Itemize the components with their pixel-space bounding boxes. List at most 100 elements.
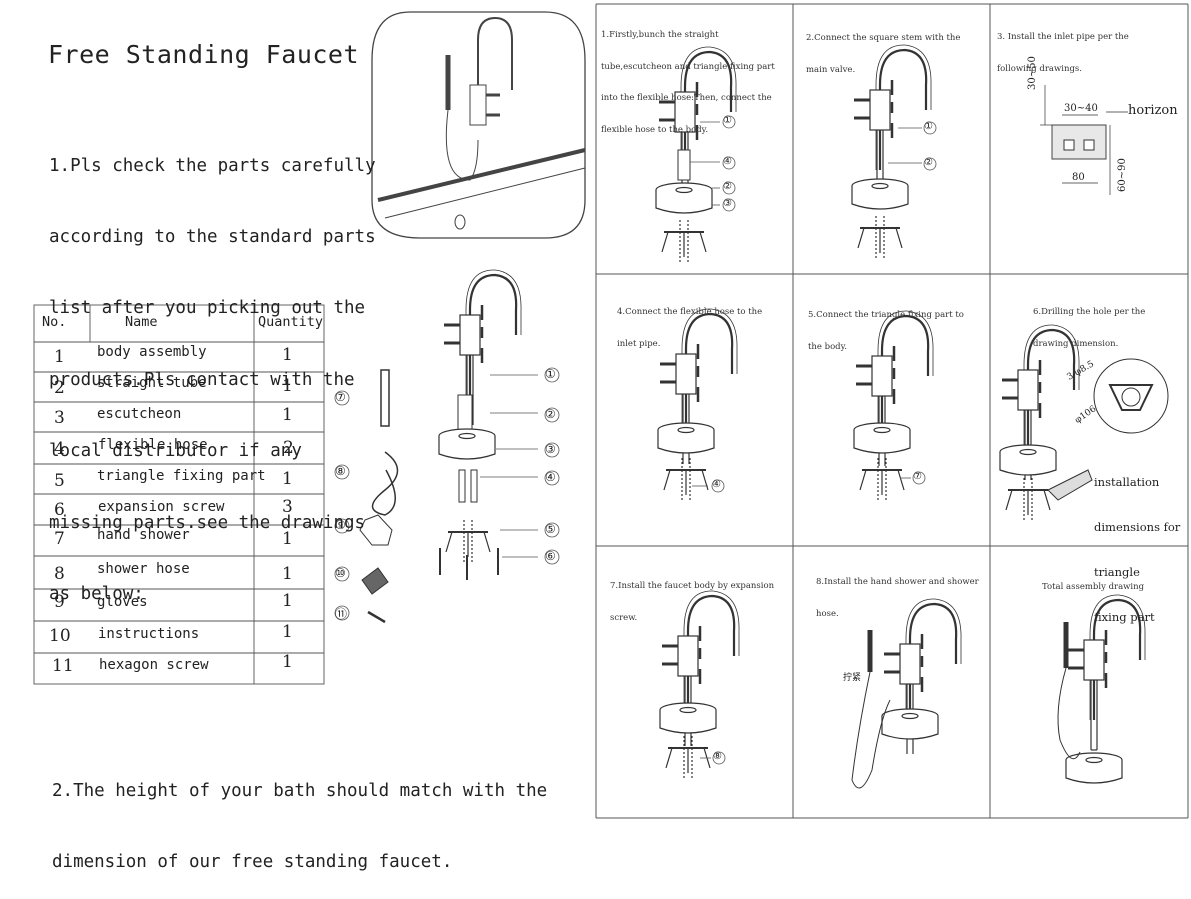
panel-4-line: inlet pipe. <box>617 338 661 349</box>
callout-2: ② <box>545 407 556 421</box>
panel-4-line: 4.Connect the flexible hose to the <box>617 307 763 317</box>
panel-2-callout-2: ② <box>924 157 933 168</box>
dim-80: 80 <box>1072 172 1085 183</box>
table-cell-no: 6 <box>54 500 65 520</box>
panel-1-callout-4: ④ <box>723 156 732 167</box>
install-note-line: fixing part <box>1094 610 1155 624</box>
panel-2-callout-1: ① <box>924 121 933 132</box>
table-cell-name: hexagon screw <box>99 657 209 673</box>
table-cell-name: escutcheon <box>97 406 182 422</box>
intro-line: as below: <box>49 583 144 604</box>
table-cell-no: 10 <box>49 626 71 646</box>
tighten-label: 拧紧 <box>843 673 862 683</box>
table-cell-qty: 1 <box>282 622 293 642</box>
table-cell-name: triangle fixing part <box>97 468 266 484</box>
table-cell-no: 3 <box>54 408 65 428</box>
panel-2-text: 2.Connect the square stem with the main … <box>806 12 960 86</box>
table-cell-qty: 1 <box>282 652 293 672</box>
dim-30-50: 30~50 <box>1027 56 1038 90</box>
callout-5: ⑤ <box>545 522 556 536</box>
panel-8-line: hose. <box>816 608 839 619</box>
table-cell-name: flexible hose <box>98 437 208 453</box>
callout-6: ⑥ <box>545 549 556 563</box>
panel-1-line: tube,escutcheon and triangle fixing part <box>601 61 775 72</box>
callout-8: ⑧ <box>335 464 346 478</box>
table-cell-qty: 1 <box>282 376 293 396</box>
intro-line: missing parts.see the drawings <box>49 512 366 533</box>
panel-6-line: drawing dimension. <box>1033 338 1119 349</box>
table-cell-name: shower hose <box>97 561 190 577</box>
intro-line: 1.Pls check the parts carefully <box>49 155 376 176</box>
parts-table-grid <box>33 304 325 685</box>
panel-5-drawing <box>853 309 935 501</box>
dim-horizon: horizon <box>1128 103 1178 118</box>
panel-5-line: 5.Connect the triangle fixing part to <box>808 310 964 320</box>
panel-7-text: 7.Install the faucet body by expansion s… <box>610 560 774 634</box>
panel-1-text: 1.Firstly,bunch the straight tube,escutc… <box>601 9 775 146</box>
height-note-line: 2.The height of your bath should match w… <box>52 780 548 801</box>
panel-9-line: Total assembly drawing <box>1042 582 1145 592</box>
panel-1-line: 1.Firstly,bunch the straight <box>601 30 719 40</box>
table-cell-no: 9 <box>54 592 65 612</box>
panel-3-line: following drawings. <box>997 63 1082 74</box>
intro-line: products.Pls contact with the <box>49 369 355 390</box>
panel-3-text: 3. Install the inlet pipe per the follow… <box>997 11 1129 85</box>
table-cell-qty: 1 <box>282 591 293 611</box>
table-cell-no: 1 <box>54 347 65 367</box>
panel-1-callout-1: ① <box>723 115 732 126</box>
install-note-line: installation <box>1094 475 1160 489</box>
panel-1-callout-3: ③ <box>723 198 732 209</box>
dim-60-90: 60~90 <box>1117 158 1128 192</box>
panel-6-drawing <box>999 323 1169 521</box>
table-cell-qty: 2 <box>283 438 294 458</box>
callout-9: ⑨ <box>335 518 346 532</box>
panel-5-line: the body. <box>808 341 847 352</box>
drawing-canvas <box>33 3 1189 819</box>
panel-7-line: screw. <box>610 612 638 623</box>
panel-3-line: 3. Install the inlet pipe per the <box>997 32 1129 42</box>
panel-2-line: 2.Connect the square stem with the <box>806 33 961 43</box>
table-cell-name: straight tube <box>97 375 207 391</box>
panel-1-callout-2: ② <box>723 181 732 192</box>
panel-6-text: 6.Drilling the hole per the drawing dime… <box>1033 286 1145 360</box>
table-cell-no: 2 <box>54 378 65 398</box>
table-cell-no: 11 <box>52 656 74 676</box>
table-cell-no: 4 <box>54 439 65 459</box>
panel-1-drawing <box>655 45 738 263</box>
callout-4: ④ <box>545 470 556 484</box>
table-cell-name: gloves <box>97 594 148 610</box>
panel-8-line: 8.Install the hand shower and shower <box>816 577 979 587</box>
table-header-quantity: Quantity <box>258 314 324 330</box>
exploded-view <box>438 268 560 580</box>
table-cell-qty: 3 <box>282 497 293 517</box>
table-cell-name: body assembly <box>97 344 207 360</box>
panel-4-drawing <box>657 307 739 501</box>
page-title: Free Standing Faucet <box>48 40 360 69</box>
install-note-line: dimensions for <box>1094 520 1181 534</box>
panel-1-line: into the flexible hose:Then, connect the <box>601 93 772 103</box>
intro-line: list after you picking out the <box>49 298 366 319</box>
dim-30-40: 30~40 <box>1064 103 1098 114</box>
intro-line: according to the standard parts <box>49 226 376 247</box>
panel-6-line: 6.Drilling the hole per the <box>1033 307 1146 317</box>
table-cell-no: 8 <box>54 564 65 584</box>
accessories <box>334 369 399 624</box>
tub-illustration <box>371 11 586 239</box>
table-cell-no: 7 <box>54 529 65 549</box>
panel-7-drawing <box>659 589 741 779</box>
table-cell-no: 5 <box>54 471 65 491</box>
panel-8-text: 8.Install the hand shower and shower hos… <box>816 556 979 630</box>
height-note: 2.The height of your bath should match w… <box>52 732 547 899</box>
table-header-name: Name <box>125 314 158 330</box>
panel-9-text: Total assembly drawing <box>1042 561 1144 603</box>
table-cell-qty: 1 <box>282 529 293 549</box>
panel-7-callout-8: ⑧ <box>713 751 722 762</box>
panel-2-line: main valve. <box>806 64 856 75</box>
callout-1: ① <box>545 367 556 381</box>
panel-9-drawing <box>1057 593 1147 784</box>
table-cell-name: expansion screw <box>98 499 225 515</box>
callout-10: ⑩ <box>335 566 346 580</box>
panel-7-line: 7.Install the faucet body by expansion <box>610 581 775 591</box>
intro-paragraph: 1.Pls check the parts carefully accordin… <box>49 107 376 631</box>
panel-4-text: 4.Connect the flexible hose to the inlet… <box>617 286 762 360</box>
